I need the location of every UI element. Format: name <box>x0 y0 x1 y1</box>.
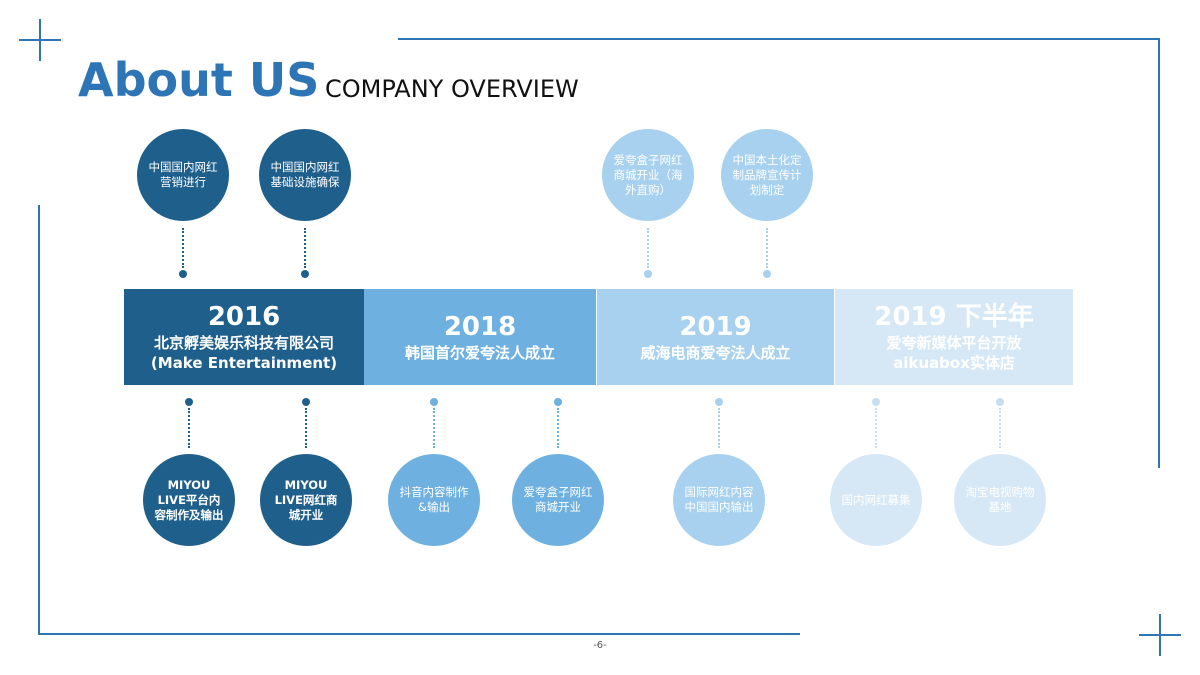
connector-dot <box>302 398 310 406</box>
connector-line <box>718 408 720 448</box>
milestone-circle-top: 中国国内网红营销进行 <box>137 129 229 221</box>
timeline-year: 2019 <box>679 312 752 342</box>
milestone-circle-bottom: MIYOU LIVE网红商城开业 <box>260 454 352 546</box>
connector-dot <box>715 398 723 406</box>
connector-line <box>875 408 877 448</box>
connector-line <box>557 408 559 448</box>
connector-dot <box>996 398 1004 406</box>
corner-cross-top-left <box>19 19 61 61</box>
page-number: -6- <box>593 640 607 651</box>
connector-dot <box>872 398 880 406</box>
timeline-text: 爱夸新媒体平台开放aikuabox实体店 <box>886 334 1022 372</box>
timeline-segment-2019: 2019 威海电商爱夸法人成立 <box>597 289 834 385</box>
milestone-circle-top: 爱夸盒子网红商城开业（海外直购） <box>602 129 694 221</box>
timeline-segment-2019-h2: 2019 下半年 爱夸新媒体平台开放aikuabox实体店 <box>835 289 1073 385</box>
timeline-year: 2016 <box>207 302 281 332</box>
frame-top-line <box>398 38 1160 40</box>
connector-line <box>647 228 649 268</box>
milestone-circle-bottom: 国际网红内容中国国内输出 <box>673 454 765 546</box>
connector-dot <box>185 398 193 406</box>
timeline-text: 威海电商爱夸法人成立 <box>640 344 791 362</box>
milestone-circle-top: 中国本土化定制品牌宣传计划制定 <box>721 129 813 221</box>
connector-dot <box>179 270 187 278</box>
connector-dot <box>554 398 562 406</box>
milestone-circle-top: 中国国内网红基础设施确保 <box>259 129 351 221</box>
connector-dot <box>301 270 309 278</box>
connector-dot <box>430 398 438 406</box>
connector-line <box>766 228 768 268</box>
timeline-year: 2019 下半年 <box>874 302 1034 332</box>
milestone-circle-bottom: MIYOU LIVE平台内容制作及输出 <box>143 454 235 546</box>
timeline-segment-2018: 2018 韩国首尔爱夸法人成立 <box>364 289 596 385</box>
timeline-text: 北京孵美娱乐科技有限公司(Make Entertainment) <box>150 334 338 372</box>
connector-dot <box>763 270 771 278</box>
connector-line <box>999 408 1001 448</box>
connector-line <box>304 228 306 268</box>
frame-right-line <box>1158 38 1160 468</box>
milestone-circle-bottom: 爱夸盒子网红商城开业 <box>512 454 604 546</box>
corner-cross-bottom-right <box>1139 614 1181 656</box>
milestone-circle-bottom: 国内网红募集 <box>830 454 922 546</box>
page-title: About US <box>78 53 320 107</box>
page-subtitle: COMPANY OVERVIEW <box>325 75 579 103</box>
timeline-text: 韩国首尔爱夸法人成立 <box>404 344 555 362</box>
connector-line <box>182 228 184 268</box>
connector-line <box>188 408 190 448</box>
milestone-circle-bottom: 淘宝电视购物基地 <box>954 454 1046 546</box>
timeline-segment-2016: 2016 北京孵美娱乐科技有限公司(Make Entertainment) <box>124 289 364 385</box>
milestone-circle-bottom: 抖音内容制作&输出 <box>388 454 480 546</box>
frame-left-line <box>38 205 40 635</box>
connector-dot <box>644 270 652 278</box>
frame-bottom-line <box>38 633 800 635</box>
connector-line <box>433 408 435 448</box>
timeline-year: 2018 <box>443 312 517 342</box>
connector-line <box>305 408 307 448</box>
